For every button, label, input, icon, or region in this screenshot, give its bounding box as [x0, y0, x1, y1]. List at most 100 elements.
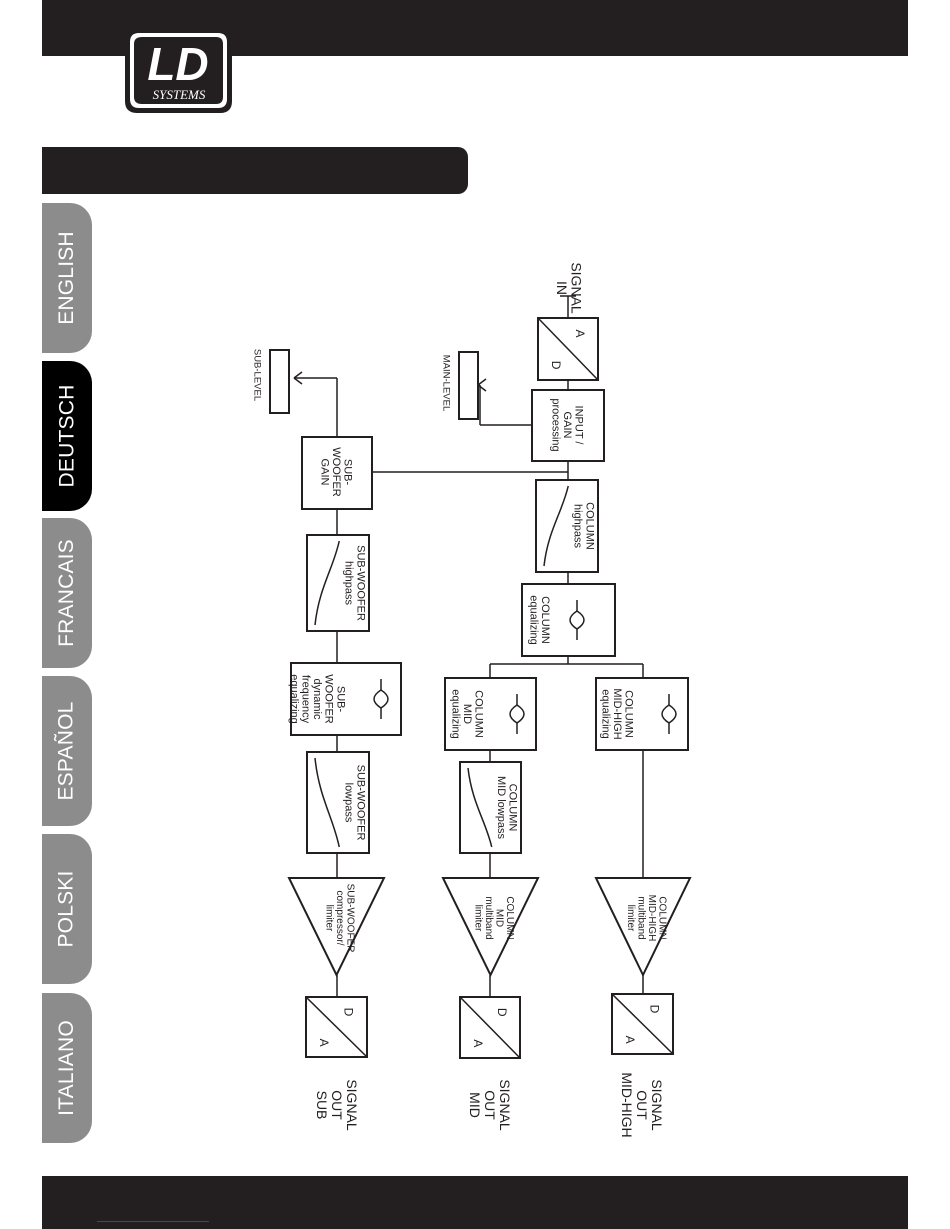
diagram-text: MID lowpass — [495, 776, 507, 839]
logo-sub-text: SYSTEMS — [153, 87, 206, 102]
diagram-text: compressor/ — [334, 890, 345, 945]
diagram-text: MID — [493, 909, 504, 927]
equalizer-icon — [509, 704, 525, 724]
converter-letter: D — [342, 1008, 356, 1017]
diagram-text: INPUT / — [573, 406, 585, 446]
column-midhigh-eq-block — [595, 677, 689, 751]
diagram-text: equalizing — [527, 595, 539, 645]
tab-espanol[interactable]: ESPAÑOL — [42, 676, 92, 826]
mid-limiter-triangle — [441, 877, 540, 978]
converter-diagonal — [611, 993, 674, 1055]
sub-dynamic-eq-block — [290, 662, 402, 736]
signal-wires — [294, 295, 644, 997]
diagram-text: OUT — [634, 1090, 650, 1120]
converter-letter: D — [549, 361, 563, 370]
tab-francais[interactable]: FRANCAIS — [42, 518, 92, 668]
bottom-bar — [42, 1176, 908, 1229]
sub-compressor-triangle — [287, 877, 386, 978]
lowpass-curve-icon — [314, 757, 340, 848]
diagram-text: SIGNAL — [497, 1079, 513, 1131]
main-level-control — [458, 351, 479, 420]
diagram-text: MID — [467, 1092, 483, 1118]
diagram-blocks — [269, 317, 692, 1059]
tab-italiano[interactable]: ITALIANO — [42, 993, 92, 1143]
arrow-head-icon — [477, 378, 487, 392]
diagram-text: D — [495, 1008, 509, 1017]
section-header-bar — [42, 147, 468, 194]
sub-lowpass-block — [306, 751, 370, 854]
diagram-text: COLUMN — [504, 896, 515, 939]
diagram-text: equalizing — [600, 689, 612, 739]
arrow-head-icon — [293, 371, 303, 385]
diagram-text: MID-HIGH — [611, 688, 623, 739]
diagram-text: SUB — [314, 1091, 330, 1120]
diagram-text: WOOFER — [323, 674, 335, 724]
diagram-text: SUB- — [342, 459, 354, 486]
midhigh-limiter-triangle — [594, 877, 692, 978]
column-mid-eq-block — [444, 677, 537, 751]
diagram-text: SUB-LEVEL — [252, 349, 263, 401]
diagram-text: limiter — [324, 905, 335, 932]
highpass-curve-icon — [314, 540, 340, 626]
diagram-text: SUB-WOOFER — [345, 884, 356, 953]
diagram-text: lowpass — [343, 783, 355, 823]
diagram-text: OUT — [329, 1090, 345, 1120]
highpass-curve-icon — [543, 485, 569, 567]
diagram-text: COLUMN — [656, 896, 667, 939]
diagram-text: D — [648, 1005, 662, 1014]
sub-level-label: SUB-LEVEL — [252, 349, 263, 401]
column-mid-lowpass-block — [459, 761, 522, 854]
ld-systems-logo: LD SYSTEMS — [123, 26, 234, 115]
diagram-text: A — [317, 1039, 331, 1047]
diagram-text: SUB- — [334, 686, 346, 713]
tab-english[interactable]: ENGLISH — [42, 203, 92, 353]
diagram-text: IN — [554, 281, 570, 295]
column-highpass-block — [535, 479, 599, 573]
diagram-text: WOOFER — [330, 447, 342, 497]
diagram-text: OUT — [482, 1090, 498, 1120]
diagram-text: MID-HIGH — [619, 1072, 635, 1137]
diagram-text: A — [573, 329, 587, 337]
diagram-text: limiter — [625, 905, 636, 932]
sub-highpass-block — [306, 534, 370, 632]
diagram-text: multiband — [635, 896, 646, 939]
bottom-link-underline — [97, 1221, 209, 1222]
converter-letter: A — [317, 1039, 331, 1047]
diagram-text: SIGNAL — [649, 1079, 665, 1131]
diagram-text: multiband — [483, 896, 494, 939]
diagram-text: D — [342, 1008, 356, 1017]
input-gain-block — [531, 389, 605, 462]
diagram-text: GAIN — [319, 459, 331, 486]
diagram-text: COLUMN — [473, 690, 485, 738]
tab-deutsch[interactable]: DEUTSCH — [42, 361, 92, 511]
diagram-text: processing — [550, 398, 562, 451]
diagram-text: limiter — [472, 905, 483, 932]
main-level-label: MAIN-LEVEL — [441, 355, 452, 412]
tab-polski[interactable]: POLSKI — [42, 834, 92, 984]
diagram-text: A — [471, 1039, 485, 1047]
diagram-text: frequency — [300, 675, 312, 724]
diagram-text: GAIN — [561, 412, 573, 439]
converter-diagonal — [305, 996, 368, 1058]
sub-gain-block — [301, 436, 373, 510]
diagram-text: D — [549, 361, 563, 370]
diagram-text: COLUMN — [583, 502, 595, 550]
equalizer-icon — [373, 689, 389, 709]
logo-main-text: LD — [147, 38, 208, 90]
